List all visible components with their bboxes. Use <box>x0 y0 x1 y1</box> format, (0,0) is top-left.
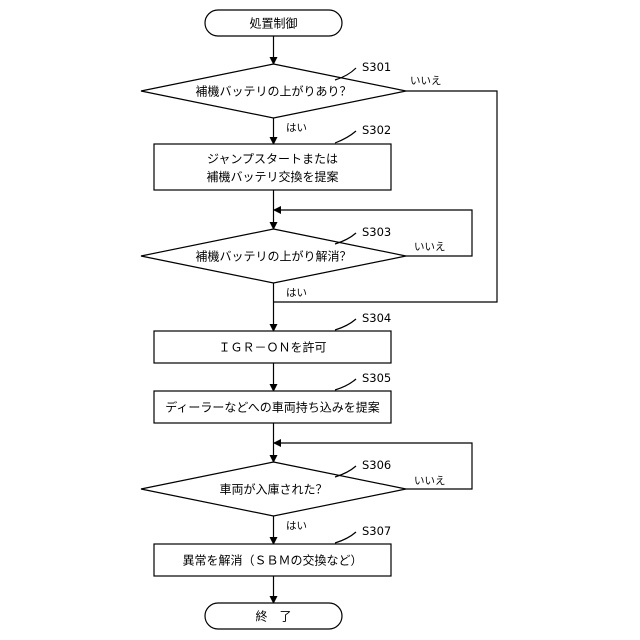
branch-no-s306: いいえ <box>414 475 446 487</box>
process-s302-line1: ジャンプスタートまたは <box>207 152 338 166</box>
process-s304-text: ＩＧＲ－ＯＮを許可 <box>218 341 326 355</box>
step-label-s305: S305 <box>362 371 391 385</box>
process-s307-text: 異常を解消（ＳＢＭの交換など） <box>182 553 362 568</box>
step-label-s301: S301 <box>362 60 391 74</box>
start-label: 処置制御 <box>249 16 297 31</box>
branch-yes-s306: はい <box>286 520 307 532</box>
process-s302-line2: 補機バッテリ交換を提案 <box>206 169 338 184</box>
decision-s301-text: 補機バッテリの上がりあり？ <box>195 84 351 99</box>
step-leader-s303 <box>335 233 356 244</box>
step-leader-s307 <box>335 532 356 543</box>
step-label-s304: S304 <box>362 311 391 325</box>
step-leader-s306 <box>335 466 356 477</box>
step-label-s307: S307 <box>362 524 391 538</box>
end-label: 終 了 <box>255 609 291 624</box>
branch-no-s303: いいえ <box>414 241 446 253</box>
step-label-s306: S306 <box>362 458 391 472</box>
step-label-s303: S303 <box>362 225 391 239</box>
decision-s303-text: 補機バッテリの上がり解消？ <box>195 249 351 264</box>
branch-no-s301: いいえ <box>410 75 442 87</box>
branch-yes-s303: はい <box>286 287 307 299</box>
process-s305-text: ディーラーなどへの車両持ち込みを提案 <box>165 400 380 415</box>
step-label-s302: S302 <box>362 123 391 137</box>
branch-yes-s301: はい <box>286 122 307 134</box>
step-leader-s304 <box>335 319 356 330</box>
step-leader-s305 <box>335 379 356 390</box>
step-leader-s302 <box>335 131 356 143</box>
decision-s306-text: 車両が入庫された？ <box>219 482 327 497</box>
